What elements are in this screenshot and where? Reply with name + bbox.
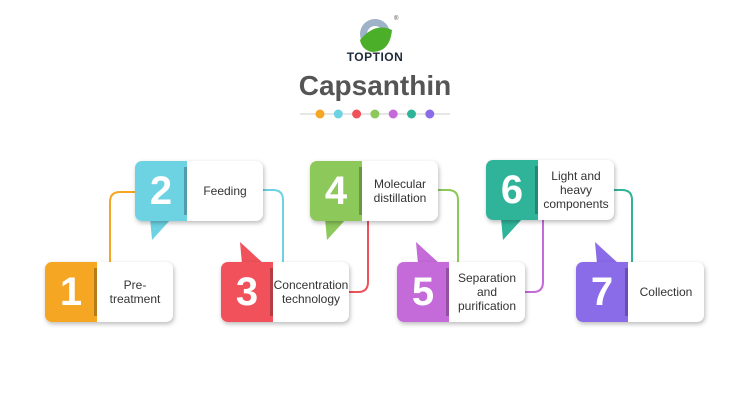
step-label: Collection <box>639 285 693 299</box>
page-title: Capsanthin <box>298 70 452 101</box>
step-label: Feeding <box>203 184 247 198</box>
step-label: Pre- treatment <box>109 278 161 306</box>
step-label: Separation and purification <box>457 271 517 313</box>
connector-1-2 <box>109 191 140 262</box>
step-number: 7 <box>576 262 628 322</box>
connector-5-6 <box>522 216 544 293</box>
step-number: 4 <box>310 161 362 221</box>
tail-5 <box>416 242 440 264</box>
connector-3-4 <box>345 216 369 293</box>
step-card-4: 4 Molecular distillation <box>310 161 438 221</box>
step-number: 6 <box>486 160 538 220</box>
divider-dot <box>352 109 362 119</box>
toption-logo: ® <box>360 15 399 52</box>
divider-dot <box>425 109 435 119</box>
divider-dot <box>333 109 343 119</box>
step-card-7: 7 Collection <box>576 262 704 322</box>
divider-dot <box>388 109 398 119</box>
brand-name: TOPTION <box>346 50 404 64</box>
divider-dot <box>315 109 325 119</box>
connector-6-7 <box>609 189 633 262</box>
step-label: Light and heavy components <box>543 169 609 211</box>
step-number: 5 <box>397 262 449 322</box>
step-card-2: 2 Feeding <box>135 161 263 221</box>
divider-dot <box>407 109 416 119</box>
divider-dot <box>370 109 380 119</box>
connector-2-3 <box>258 189 284 262</box>
tail-4 <box>325 218 347 240</box>
step-card-1: 1 Pre- treatment <box>45 262 173 322</box>
step-label: Concentration technology <box>273 278 349 306</box>
tail-3 <box>240 242 264 264</box>
tail-6 <box>501 218 523 240</box>
tail-2 <box>150 218 172 240</box>
tail-7 <box>595 242 619 264</box>
step-label: Molecular distillation <box>373 177 427 205</box>
step-number: 1 <box>45 262 97 322</box>
step-number: 2 <box>135 161 187 221</box>
connector-4-5 <box>433 189 459 262</box>
title-divider <box>300 109 450 119</box>
step-number: 3 <box>221 262 273 322</box>
svg-text:®: ® <box>394 15 399 22</box>
